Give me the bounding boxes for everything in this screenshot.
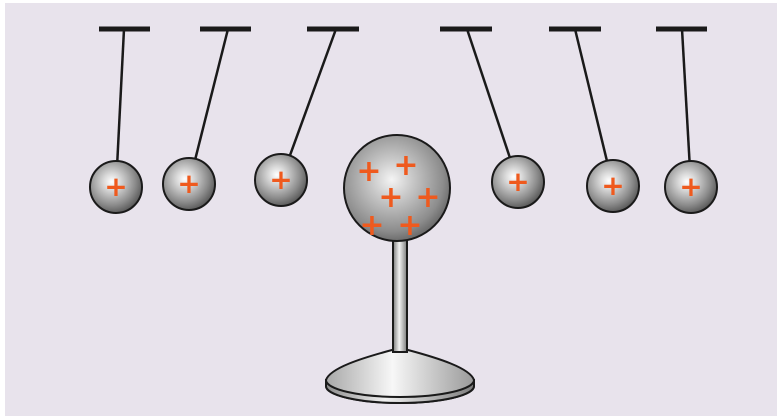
charged-sphere	[343, 134, 451, 242]
thread	[680, 28, 691, 162]
pith-ball	[491, 155, 545, 209]
stand-base-dome	[324, 349, 476, 398]
charge-symbol: +	[177, 167, 200, 200]
pendulum-3: +	[254, 26, 359, 207]
charge-symbol: +	[104, 170, 127, 203]
charge-symbol: +	[601, 169, 624, 202]
charge-symbol: +	[356, 154, 381, 189]
thread	[465, 28, 511, 158]
pith-ball	[89, 160, 143, 214]
charge-symbol: +	[679, 170, 702, 203]
pendulum-4: +	[440, 26, 545, 209]
thread	[116, 28, 126, 162]
charge-symbol: +	[269, 163, 292, 196]
thread	[573, 28, 609, 162]
stand-pole	[392, 239, 408, 353]
charge-symbol: +	[506, 165, 529, 198]
pendulum-5: +	[549, 26, 640, 213]
thread	[194, 28, 230, 160]
electroscope-stand: ++++++	[324, 134, 476, 404]
thread	[288, 28, 338, 156]
charge-symbol: +	[393, 148, 418, 183]
pith-ball	[162, 157, 216, 211]
pendulum-2: +	[162, 26, 251, 211]
pendulum-1: +	[89, 26, 150, 214]
charge-symbol: +	[415, 180, 440, 215]
charge-symbol: +	[359, 208, 384, 243]
pith-ball	[664, 160, 718, 214]
charge-symbol: +	[397, 208, 422, 243]
pith-ball	[254, 153, 308, 207]
charge-symbol: +	[378, 180, 403, 215]
pith-ball	[586, 159, 640, 213]
sphere-charges: ++++++	[356, 148, 440, 243]
pendulum-6: +	[656, 26, 718, 214]
pendulum-group: ++++++	[89, 26, 718, 214]
